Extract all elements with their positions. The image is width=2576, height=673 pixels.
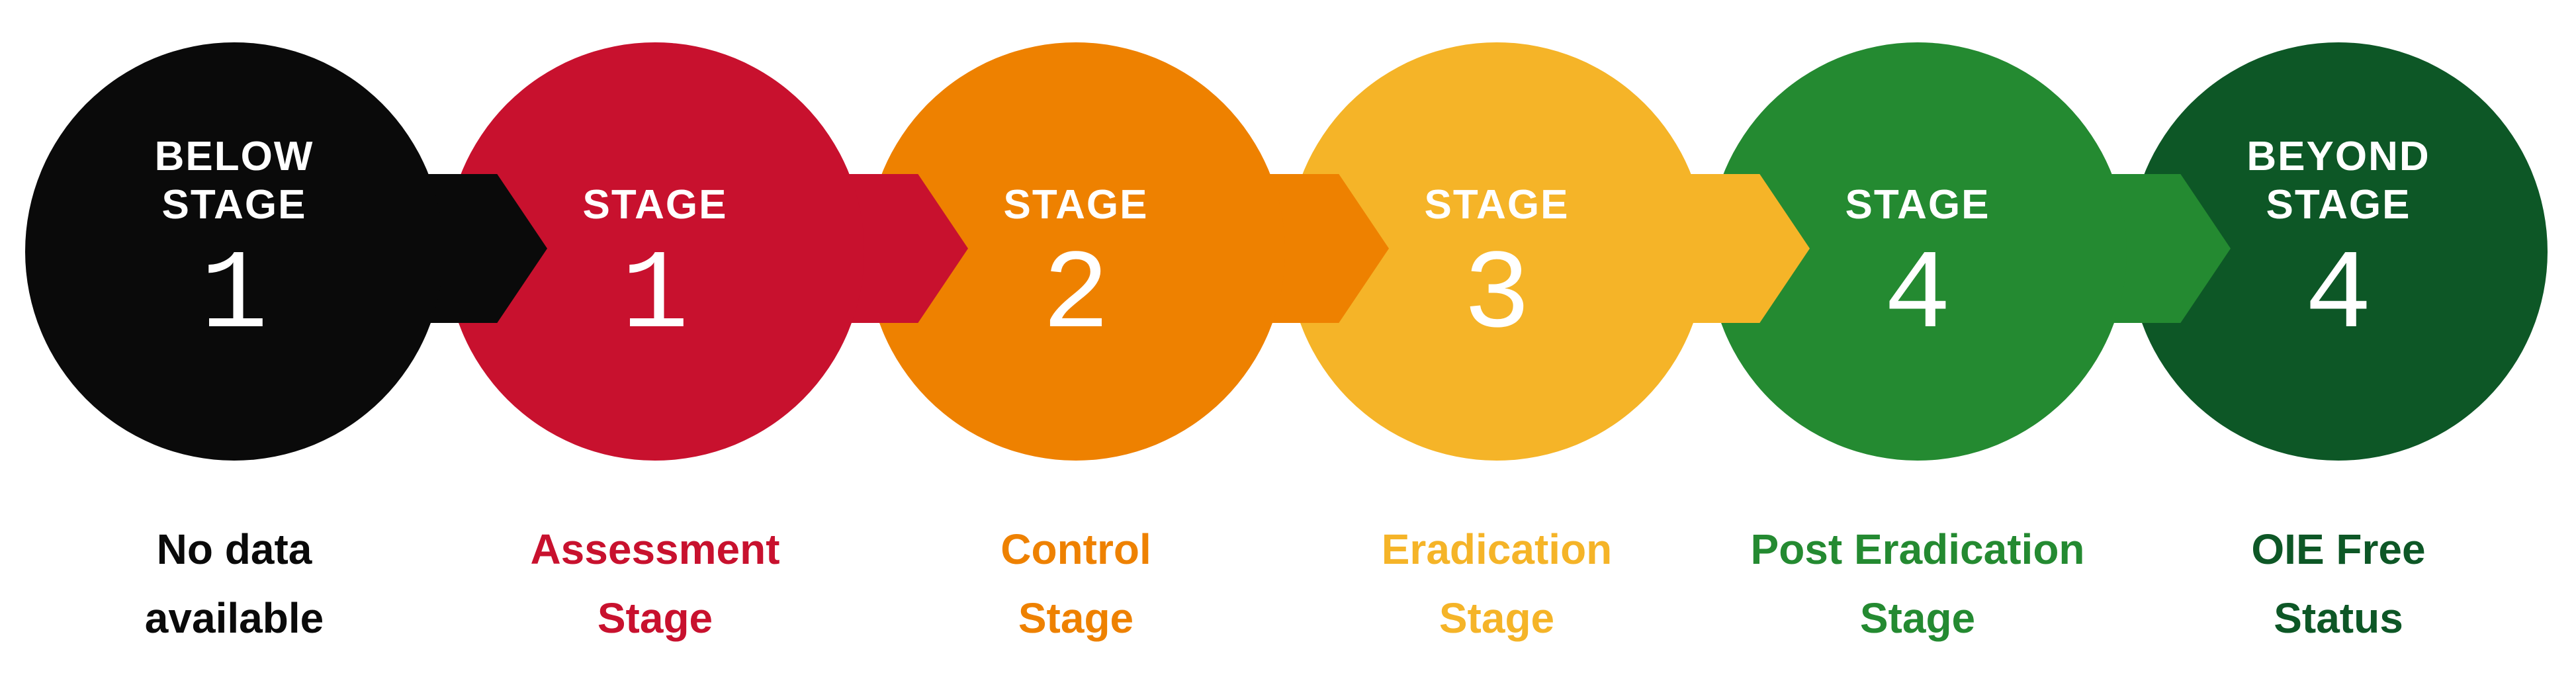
stage-label-line: Stage (597, 594, 713, 642)
stage-circle-caption: STAGE (1709, 42, 2127, 229)
stage-label-line: Eradication (1381, 525, 1613, 573)
stage-label-line: Control (1000, 525, 1151, 573)
stage-label: No data available (22, 515, 446, 652)
stage-circle-caption-line: STAGE (1003, 182, 1149, 228)
stage-label-line: available (144, 594, 324, 642)
stage-label-line: Stage (1859, 594, 1976, 642)
stage-circle: STAGE 2 (867, 42, 1285, 461)
stage-label-line: Assessment (530, 525, 780, 573)
stage-circle-number: 1 (200, 233, 269, 361)
stage-circle-number: 4 (2304, 233, 2373, 361)
stage-circle-caption-line: STAGE (1845, 182, 1990, 228)
stage-circle-number: 1 (621, 233, 689, 361)
stage-circle-caption-line: STAGE (1424, 182, 1570, 228)
stage-label-line: Post Eradication (1750, 525, 2085, 573)
stage-circle-number: 2 (1042, 233, 1110, 361)
stage-label-line: Stage (1439, 594, 1555, 642)
stage-circle-caption: STAGE (446, 42, 864, 229)
stage-circle-caption-line: STAGE (161, 182, 307, 228)
stage-circle-number: 4 (1883, 233, 1952, 361)
stage-circle-caption-line: STAGE (2266, 182, 2411, 228)
stage-circle-number: 3 (1462, 233, 1531, 361)
stage-circle-caption: STAGE (1288, 42, 1706, 229)
stage-circle-caption-line: STAGE (582, 182, 728, 228)
stage-circle-caption-line: BEYOND (2246, 134, 2430, 179)
stage-label-line: No data (156, 525, 312, 573)
stage-circle-caption: STAGE (867, 42, 1285, 229)
stage-label-line: Stage (1018, 594, 1134, 642)
stage-label-line: OIE Free (2251, 525, 2426, 573)
stage-circle-caption-line: BELOW (154, 134, 314, 179)
stage-label-line: Status (2274, 594, 2403, 642)
